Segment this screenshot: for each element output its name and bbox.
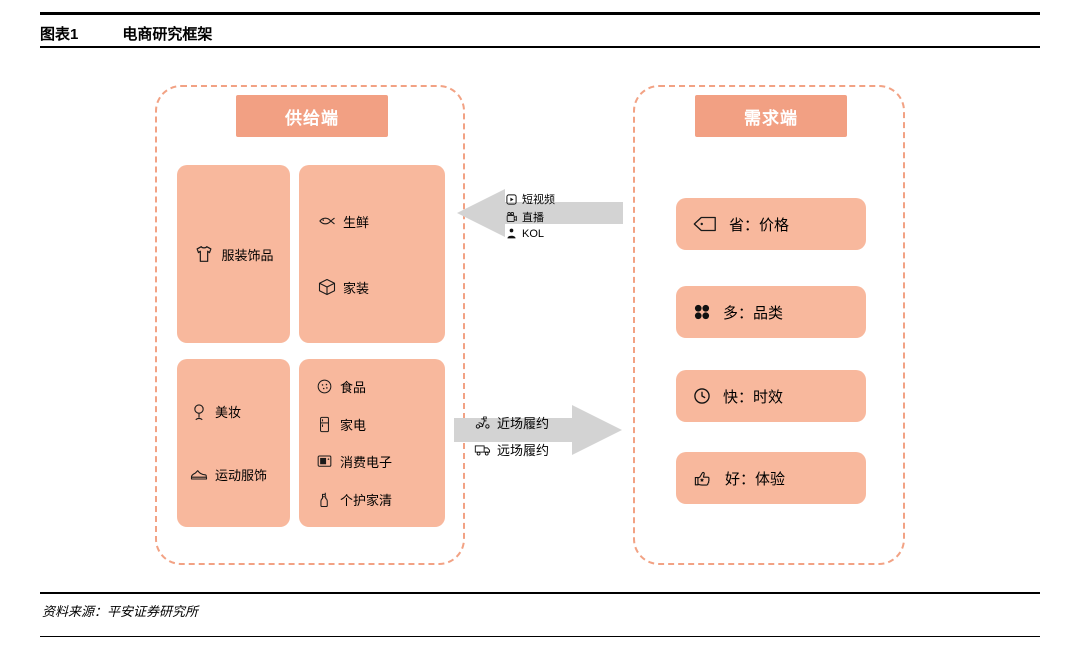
supply-item-sports: 运动服饰 bbox=[189, 464, 290, 484]
demand-item-label: 好：体验 bbox=[725, 470, 786, 488]
demand-item-label: 省：价格 bbox=[729, 216, 790, 234]
screen-icon bbox=[315, 452, 334, 471]
supply-item-fresh: 生鲜 bbox=[317, 211, 445, 231]
demand-header: 需求端 bbox=[695, 95, 847, 137]
demand-box-more: 多：品类 bbox=[676, 286, 866, 338]
source-note: 资料来源：平安证券研究所 bbox=[42, 604, 199, 619]
supply-item-label: 食品 bbox=[340, 380, 367, 396]
supply-item-label: 运动服饰 bbox=[215, 467, 268, 483]
top-rule bbox=[40, 12, 1040, 15]
clock-icon bbox=[692, 386, 712, 406]
short-video-icon bbox=[505, 193, 518, 206]
supply-item-label: 家电 bbox=[340, 417, 367, 433]
footer-top-rule bbox=[40, 592, 1040, 594]
fulfillment-flow-arrow bbox=[452, 398, 624, 467]
footer-bottom-rule bbox=[40, 636, 1040, 637]
supply-panel: 供给端 服装饰品 生鲜 家装 美妆 运动服饰 bbox=[155, 85, 465, 565]
flow-item-far-fulfillment: 远场履约 bbox=[474, 440, 549, 459]
demand-item-label: 多：品类 bbox=[723, 304, 784, 322]
supply-box-clothing: 服装饰品 bbox=[177, 165, 290, 343]
supply-item-label: 美妆 bbox=[215, 405, 242, 421]
supply-item-electronics: 消费电子 bbox=[315, 452, 445, 471]
cookie-icon bbox=[315, 377, 334, 396]
supply-item-food: 食品 bbox=[315, 377, 445, 396]
flow-label: KOL bbox=[522, 227, 545, 240]
person-icon bbox=[505, 227, 518, 240]
mirror-icon bbox=[189, 402, 209, 422]
supply-box-fresh-home: 生鲜 家装 bbox=[299, 165, 445, 343]
supply-header: 供给端 bbox=[236, 95, 388, 137]
demand-panel: 需求端 省：价格 多：品类 快：时效 好：体验 bbox=[633, 85, 905, 565]
flow-label: 短视频 bbox=[522, 194, 555, 206]
supply-item-label: 个护家清 bbox=[340, 492, 393, 508]
figure-title-row: 图表1 电商研究框架 bbox=[40, 23, 212, 44]
content-flow-labels: 短视频 直播 KOL bbox=[505, 191, 555, 240]
demand-item-label: 快：时效 bbox=[723, 388, 784, 406]
demand-box-good: 好：体验 bbox=[676, 452, 866, 504]
flow-label: 直播 bbox=[522, 212, 544, 224]
truck-icon bbox=[474, 442, 491, 457]
content-flow-arrow bbox=[455, 183, 625, 248]
figure-name: 电商研究框架 bbox=[122, 26, 213, 43]
flow-item-live: 直播 bbox=[505, 209, 555, 225]
supply-item-clothing: 服装饰品 bbox=[193, 243, 274, 265]
thumbs-up-icon bbox=[692, 468, 714, 488]
supply-item-label: 生鲜 bbox=[343, 214, 370, 230]
fulfillment-flow-labels: 近场履约 远场履约 bbox=[474, 413, 549, 459]
sportswear-icon bbox=[189, 464, 209, 484]
package-box-icon bbox=[317, 277, 337, 297]
scooter-icon bbox=[474, 415, 491, 430]
demand-box-save: 省：价格 bbox=[676, 198, 866, 250]
supply-item-home: 家装 bbox=[317, 277, 445, 297]
category-grid-icon bbox=[692, 302, 712, 322]
flow-item-kol: KOL bbox=[505, 227, 555, 240]
supply-box-beauty-sports: 美妆 运动服饰 bbox=[177, 359, 290, 527]
supply-item-care: 个护家清 bbox=[315, 490, 445, 509]
figure-label: 图表1 bbox=[40, 26, 79, 43]
supply-item-beauty: 美妆 bbox=[189, 402, 290, 422]
supply-item-label: 服装饰品 bbox=[221, 247, 274, 263]
supply-item-label: 消费电子 bbox=[340, 455, 393, 471]
live-camera-icon bbox=[505, 211, 518, 224]
flow-item-short-video: 短视频 bbox=[505, 191, 555, 207]
supply-item-appliance: 家电 bbox=[315, 415, 445, 434]
spray-bottle-icon bbox=[315, 490, 334, 509]
flow-label: 近场履约 bbox=[497, 416, 550, 431]
demand-box-fast: 快：时效 bbox=[676, 370, 866, 422]
price-tag-icon bbox=[692, 214, 718, 234]
supply-item-label: 家装 bbox=[343, 280, 370, 296]
flow-item-near-fulfillment: 近场履约 bbox=[474, 413, 549, 432]
clothing-icon bbox=[193, 243, 215, 265]
fridge-icon bbox=[315, 415, 334, 434]
fresh-food-icon bbox=[317, 211, 337, 231]
supply-box-food-appliance: 食品 家电 消费电子 个护家清 bbox=[299, 359, 445, 527]
flow-label: 远场履约 bbox=[497, 443, 550, 458]
title-underline bbox=[40, 46, 1040, 48]
